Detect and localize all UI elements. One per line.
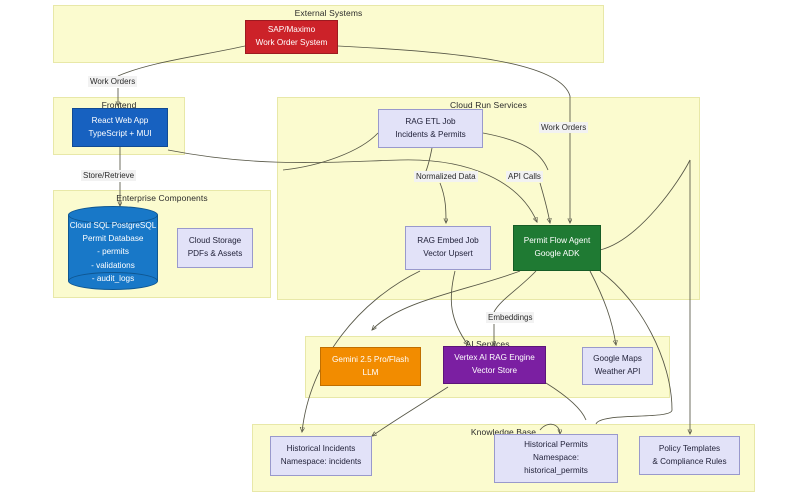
cylinder-top-cap (68, 206, 158, 224)
node-rag-etl-job[interactable]: RAG ETL Job Incidents & Permits (378, 109, 483, 148)
node-gemini-llm[interactable]: Gemini 2.5 Pro/Flash LLM (320, 347, 421, 386)
group-label-external-systems: External Systems (294, 8, 363, 18)
node-sap-maximo-line-1: SAP/Maximo (267, 25, 316, 35)
node-sap-maximo[interactable]: SAP/Maximo Work Order System (245, 20, 338, 54)
node-react-web-app[interactable]: React Web App TypeScript + MUI (72, 108, 168, 147)
node-cloud-sql-line-3: - permits (97, 247, 129, 257)
node-historical-permits-line-1: Historical Permits (524, 440, 588, 450)
node-historical-incidents[interactable]: Historical Incidents Namespace: incident… (270, 436, 372, 476)
node-rag-etl-job-line-1: RAG ETL Job (405, 116, 456, 126)
node-google-maps-weather-api[interactable]: Google Maps Weather API (582, 347, 653, 385)
node-vertex-ai-line-1: Vertex AI RAG Engine (454, 353, 535, 363)
node-cloud-sql-line-1: Cloud SQL PostgreSQL (69, 221, 157, 231)
node-cloud-sql-line-5: - audit_logs (91, 273, 135, 283)
node-rag-embed-job[interactable]: RAG Embed Job Vector Upsert (405, 226, 491, 270)
node-historical-permits-line-3: historical_permits (524, 465, 588, 475)
edge-label-store-retrieve: Store/Retrieve (81, 170, 137, 181)
node-google-maps-line-1: Google Maps (593, 354, 642, 364)
node-cloud-storage[interactable]: Cloud Storage PDFs & Assets (177, 228, 253, 268)
node-google-maps-line-2: Weather API (594, 367, 641, 376)
node-vertex-ai-rag-engine[interactable]: Vertex AI RAG Engine Vector Store (443, 346, 546, 384)
edge-label-api-calls: API Calls (506, 171, 543, 182)
node-permit-flow-agent[interactable]: Permit Flow Agent Google ADK (513, 225, 601, 271)
node-permit-flow-agent-line-2: Google ADK (534, 249, 580, 258)
node-cloud-sql-database[interactable]: Cloud SQL PostgreSQL Permit Database - p… (68, 206, 158, 290)
node-react-web-app-line-1: React Web App (91, 115, 149, 125)
edge-label-work-orders-right: Work Orders (539, 122, 589, 133)
node-historical-incidents-line-1: Historical Incidents (286, 444, 356, 454)
edge-label-work-orders-left: Work Orders (88, 76, 138, 87)
node-rag-etl-job-line-2: Incidents & Permits (395, 129, 466, 139)
node-cloud-sql-line-2: Permit Database (82, 234, 144, 244)
node-policy-templates[interactable]: Policy Templates & Compliance Rules (639, 436, 740, 475)
node-permit-flow-agent-line-1: Permit Flow Agent (523, 236, 591, 246)
group-label-enterprise-components: Enterprise Components (116, 193, 208, 203)
node-historical-permits-line-2: Namespace: (533, 453, 579, 463)
cylinder-bottom-cap (68, 272, 158, 290)
node-rag-embed-job-line-2: Vector Upsert (423, 249, 473, 258)
node-cloud-sql-label: Cloud SQL PostgreSQL Permit Database - p… (68, 206, 158, 290)
node-sap-maximo-line-2: Work Order System (255, 38, 328, 47)
group-label-cloud-run-services: Cloud Run Services (450, 100, 527, 110)
node-cloud-storage-line-2: PDFs & Assets (187, 249, 243, 258)
node-gemini-llm-line-2: LLM (362, 367, 379, 377)
node-rag-embed-job-line-1: RAG Embed Job (417, 236, 479, 246)
cylinder-body (68, 215, 158, 281)
node-cloud-storage-line-1: Cloud Storage (188, 236, 242, 246)
node-historical-permits[interactable]: Historical Permits Namespace: historical… (494, 434, 618, 483)
group-label-knowledge-base: Knowledge Base (470, 427, 537, 437)
edge-label-normalized-data: Normalized Data (414, 171, 478, 182)
node-cloud-sql-line-4: - validations (91, 260, 135, 270)
node-gemini-llm-line-1: Gemini 2.5 Pro/Flash (332, 354, 409, 364)
node-historical-incidents-line-2: Namespace: incidents (280, 457, 362, 466)
node-vertex-ai-line-2: Vector Store (471, 366, 518, 375)
group-label-ai-services: AI Services (465, 339, 510, 349)
node-policy-templates-line-2: & Compliance Rules (652, 456, 727, 466)
node-react-web-app-line-2: TypeScript + MUI (88, 128, 152, 138)
node-policy-templates-line-1: Policy Templates (658, 443, 721, 453)
edge-label-embeddings: Embeddings (486, 312, 535, 323)
